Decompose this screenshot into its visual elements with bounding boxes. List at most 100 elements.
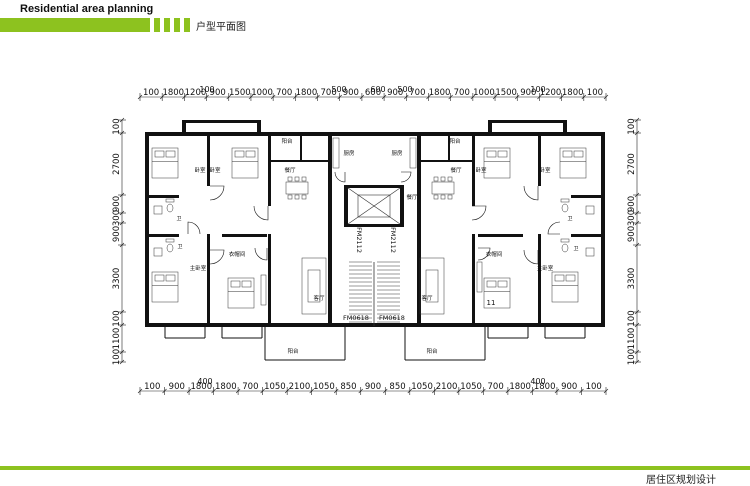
chair bbox=[301, 194, 307, 200]
basin bbox=[585, 205, 595, 215]
dim-bottom-label: 1800 bbox=[509, 382, 531, 392]
accent-bar-1 bbox=[154, 18, 160, 32]
bed bbox=[559, 147, 587, 179]
sofa bbox=[301, 257, 327, 315]
dim-bottom-label: 100 bbox=[586, 382, 602, 392]
partition-wall bbox=[421, 160, 472, 162]
page-header: Residential area planning 户型平面图 bbox=[0, 0, 750, 36]
label-fire-door: FM0618 bbox=[343, 314, 369, 322]
dim-bottom-label: 1050 bbox=[264, 382, 286, 392]
dim-top-label: 700 bbox=[321, 88, 337, 98]
dim-right-label: 3300 bbox=[627, 268, 637, 290]
pillow bbox=[565, 274, 576, 282]
dim-left-label: 3300 bbox=[112, 268, 122, 290]
pillow bbox=[241, 280, 252, 288]
toilet-tank bbox=[165, 198, 175, 203]
chair bbox=[447, 176, 453, 182]
dim-bottom-label: 1050 bbox=[460, 382, 482, 392]
dim-top-label: 1000 bbox=[473, 88, 495, 98]
bed bbox=[151, 271, 179, 303]
dim-bottom-upper-label: 400 bbox=[530, 377, 545, 386]
label-balcony: 阳台 bbox=[281, 137, 293, 145]
dim-bottom-label: 850 bbox=[340, 382, 356, 392]
dimension-lines bbox=[118, 93, 641, 395]
partition-wall bbox=[222, 234, 267, 237]
dim-bottom-label: 1800 bbox=[190, 382, 212, 392]
dim-right-label: 100 bbox=[627, 349, 637, 365]
toilet bbox=[561, 243, 569, 253]
toilet bbox=[561, 203, 569, 213]
label-cloakroom: 衣帽间 bbox=[486, 250, 503, 258]
door-swing bbox=[471, 205, 487, 221]
partition-wall bbox=[300, 136, 302, 160]
dim-left-label: 900 bbox=[112, 226, 122, 242]
chair bbox=[440, 194, 446, 200]
label-bedroom: 卧室 bbox=[539, 166, 551, 174]
door-swing bbox=[334, 171, 346, 183]
dim-top-upper-label: 600 bbox=[370, 85, 385, 94]
chair bbox=[287, 176, 293, 182]
door-swing bbox=[209, 249, 225, 265]
label-toilet: 卫 bbox=[176, 216, 181, 222]
bed bbox=[483, 147, 511, 179]
dim-top-upper-label: 100 bbox=[530, 85, 545, 94]
label-bedroom: 卧室 bbox=[209, 166, 221, 174]
partition-wall bbox=[538, 136, 541, 186]
bed bbox=[227, 277, 255, 309]
label-dining: 餐厅 bbox=[284, 166, 296, 174]
elevator-car bbox=[357, 194, 391, 218]
dim-bottom-label: 1800 bbox=[534, 382, 556, 392]
basin bbox=[585, 247, 595, 257]
dim-right-label: 300 bbox=[627, 210, 637, 226]
dim-right-label: 100 bbox=[627, 310, 637, 326]
pillow bbox=[554, 274, 565, 282]
pillow bbox=[230, 280, 241, 288]
label-bedroom: 卧室 bbox=[194, 166, 206, 174]
dim-bottom-label: 1050 bbox=[411, 382, 433, 392]
label-balcony: 阳台 bbox=[449, 137, 461, 145]
toilet-tank bbox=[560, 238, 570, 243]
accent-bar-4 bbox=[184, 18, 190, 32]
dim-top-label: 1800 bbox=[296, 88, 318, 98]
partition-wall bbox=[571, 234, 601, 237]
door-swing bbox=[400, 171, 412, 183]
pillow bbox=[562, 150, 573, 158]
dim-bottom-label: 700 bbox=[488, 382, 504, 392]
partition-wall bbox=[472, 234, 475, 324]
dim-right-label: 100 bbox=[627, 118, 637, 134]
dim-top-upper-label: 100 bbox=[199, 85, 214, 94]
toilet bbox=[166, 243, 174, 253]
page-title: Residential area planning bbox=[20, 3, 154, 15]
dim-bottom-label: 900 bbox=[169, 382, 185, 392]
chair bbox=[447, 194, 453, 200]
footer-label: 居住区规划设计 bbox=[646, 475, 716, 486]
chair bbox=[433, 194, 439, 200]
basin bbox=[153, 205, 163, 215]
dim-left-label: 2700 bbox=[112, 153, 122, 175]
pillow bbox=[497, 150, 508, 158]
basin bbox=[153, 247, 163, 257]
bed bbox=[231, 147, 259, 179]
dim-top-label: 100 bbox=[143, 88, 159, 98]
dining-table bbox=[431, 181, 455, 195]
dim-bottom-label: 2100 bbox=[289, 382, 311, 392]
dim-right-label: 1100 bbox=[627, 328, 637, 350]
partition-wall bbox=[448, 136, 450, 160]
dim-top-label: 700 bbox=[454, 88, 470, 98]
dim-top-label: 1800 bbox=[162, 88, 184, 98]
kitchen-counter bbox=[332, 137, 340, 169]
coffee-table bbox=[425, 269, 439, 303]
stair-wall bbox=[417, 132, 421, 327]
partition-wall bbox=[271, 160, 328, 162]
accent-bar-long bbox=[0, 18, 150, 32]
accent-bar-2 bbox=[164, 18, 170, 32]
dim-top-label: 100 bbox=[587, 88, 603, 98]
door-swing bbox=[477, 247, 491, 261]
recess-wall bbox=[182, 120, 260, 123]
recess-wall bbox=[488, 120, 492, 134]
label-dining: 餐厅 bbox=[450, 166, 462, 174]
dim-top-label: 600 bbox=[365, 88, 381, 98]
pillow bbox=[154, 150, 165, 158]
